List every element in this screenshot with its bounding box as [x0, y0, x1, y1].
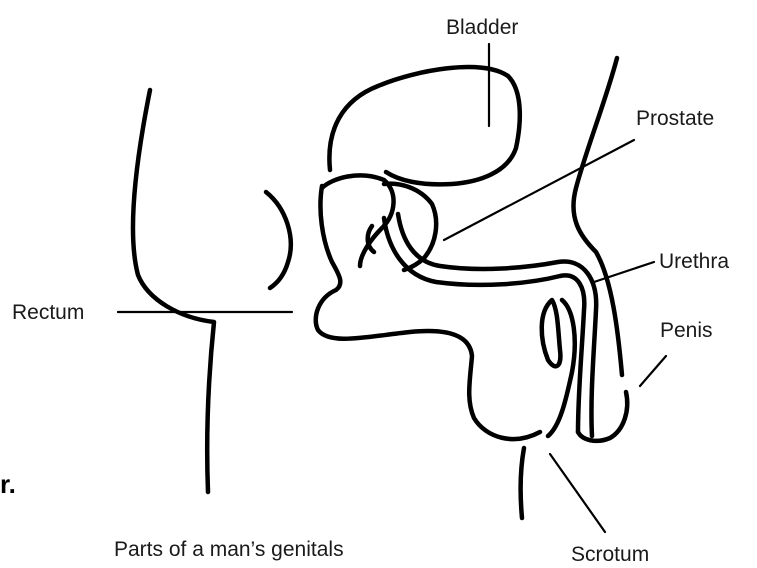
thigh-line: [521, 448, 524, 518]
back-outline: [133, 90, 214, 492]
penis-leader: [640, 356, 666, 386]
scrotum-outline: [548, 300, 575, 436]
figure-caption: Parts of a man’s genitals: [114, 538, 344, 561]
prostate-leader: [444, 140, 634, 240]
scrotum-leader: [550, 454, 605, 532]
testis-outline: [542, 300, 561, 366]
abdominal-wall: [573, 58, 622, 375]
rectum-curve: [266, 192, 291, 288]
perineum-outline: [316, 186, 540, 439]
bladder-label: Bladder: [446, 16, 518, 39]
penis-label: Penis: [660, 319, 713, 342]
bladder-shape: [329, 67, 519, 184]
penis-tip: [578, 392, 627, 441]
cropped-text-fragment: r.: [0, 469, 16, 499]
urethra-label: Urethra: [659, 250, 729, 273]
scrotum-label: Scrotum: [571, 543, 649, 566]
prostate-label: Prostate: [636, 107, 714, 130]
rectum-label: Rectum: [12, 301, 84, 324]
